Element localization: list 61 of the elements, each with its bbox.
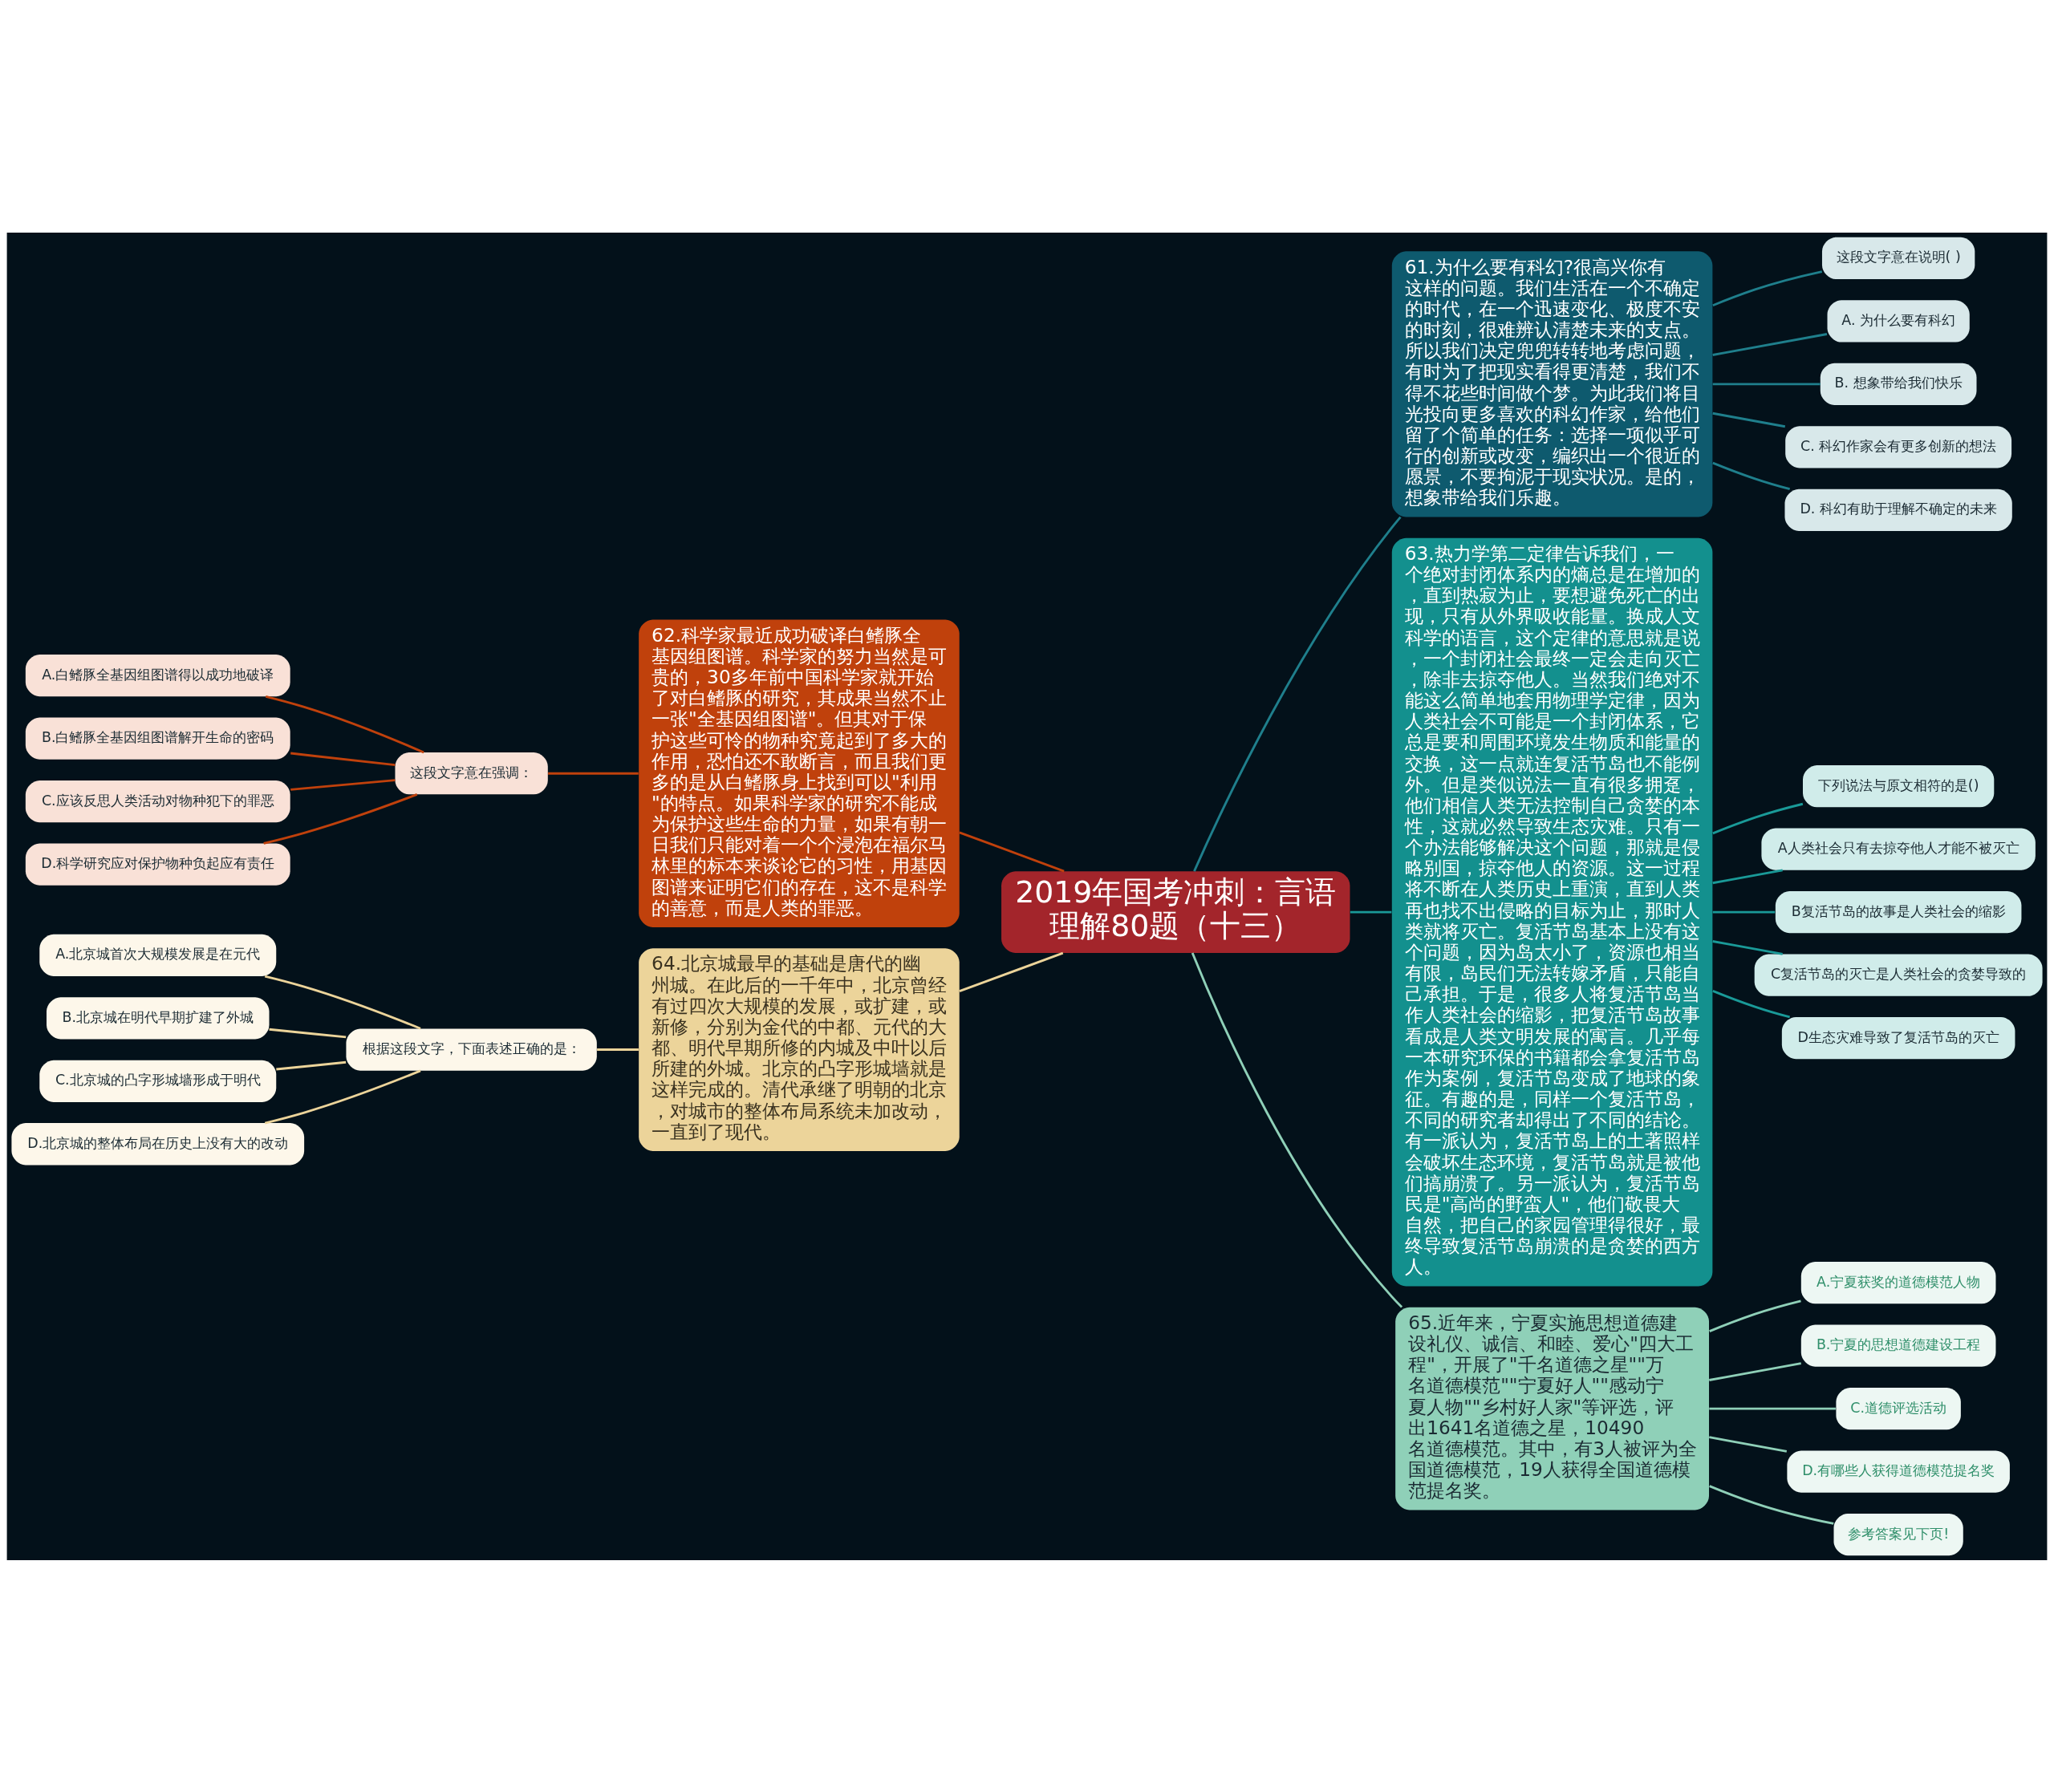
node-box: 根据这段文字，下面表述正确的是： [346, 1028, 597, 1071]
node-box: 61.为什么要有科幻?很高兴你有这样的问题。我们生活在一个不确定的时代，在一个迅速变化、极度不安的时刻，很难辨认清楚未来的支点。所以我们决定兜兜转转地考虑问题，有时为了把现实看得更清楚，我们不得不花些时间做个梦。为此我们将目光投向更多喜欢的科幻作家，给他们留了个简单的任务：选择一项似乎可行的创新或改变，编织出一个很近的愿景，不要拘泥于现实状况。是的，想象带给我们乐趣。 [1391, 250, 1713, 517]
node-box: D.科学研究应对保护物种负起应有责任 [25, 842, 290, 886]
connector [1712, 461, 1790, 490]
node-box: 参考答案见下页! [1833, 1513, 1963, 1555]
connector [1191, 951, 1403, 1308]
connector [597, 1048, 639, 1051]
connector [1709, 1361, 1801, 1381]
connector [290, 778, 396, 791]
node-box: A. 为什么要有科幻 [1827, 299, 1970, 343]
connector [1193, 516, 1402, 872]
node-box: 这段文字意在强调： [395, 752, 548, 794]
node-box: B. 想象带给我们快乐 [1820, 363, 1977, 405]
node-box: B复活节岛的故事是人类社会的缩影 [1775, 890, 2022, 933]
connector [1712, 868, 1783, 884]
connector [276, 1060, 347, 1070]
connector [548, 772, 639, 775]
connector [290, 752, 396, 766]
node-box: C. 科幻作家会有更多创新的想法 [1785, 425, 2012, 468]
node-box: D生态灾难导致了复活节岛的灭亡 [1781, 1016, 2015, 1059]
node-box: 64.北京城最早的基础是唐代的幽州城。在此后的一千年中，北京曾经有过四次大规模的发展，或扩建，或新修，分别为金代的中都、元代的大都、明代早期所修的内城及中叶以后所建的外城。北京的凸字形城墙就是这样完成的。清代承继了明朝的北京，对城市的整体布局系统未加改动，一直到了现代。 [639, 947, 960, 1151]
node-box: D.有哪些人获得道德模范提名奖 [1787, 1449, 2010, 1493]
node-box: D. 科幻有助于理解不确定的未来 [1784, 489, 2012, 531]
node-box: B.白鳍豚全基因组图谱解开生命的密码 [25, 716, 290, 760]
connector [1712, 989, 1790, 1018]
connector [265, 695, 424, 753]
node-box: B.北京城在明代早期扩建了外城 [47, 996, 270, 1039]
connector [263, 793, 418, 845]
connector [1712, 332, 1828, 356]
node-box: C.道德评选活动 [1836, 1387, 1961, 1429]
connector [1712, 382, 1821, 385]
node-box: 2019年国考冲刺：言语理解80题（十三） [1001, 870, 1350, 953]
node-box: 65.近年来，宁夏实施思想道德建设礼仪、诚信、和睦、爱心"四大工程"，开展了"千名道德之星""万名道德模范""宁夏好人""感动宁夏人物""乡村好人家"等评选，评出1641名道德之星，10490名道德模范。其中，有3人被评为全国道德模范，19人获得全国道德模范提名奖。 [1395, 1307, 1709, 1510]
node-box: A.白鳍豚全基因组图谱得以成功地破译 [25, 654, 290, 696]
node-box: 63.热力学第二定律告诉我们，一个绝对封闭体系内的熵总是在增加的，直到热寂为止，要想避免死亡的出现，只有从外界吸收能量。换成人文科学的语言，这个定律的意思就是说，一个封闭社会最终一定会走向灭亡，除非去掠夺他人。当然我们绝对不能这么简单地套用物理学定律，因为人类社会不可能是一个封闭体系，它总是要和周围环境发生物质和能量的交换，这一点就连复活节岛也不能例外。但是类似说法一直有很多拥趸，他们相信人类无法控制自己贪婪的本性，这就必然导致生态灾难。只有一个办法能够解决这个问题，那就是侵略别国，掠夺他人的资源。这一过程将不断在人类历史上重演，直到人类再也找不出侵略的目标为止，那时人类就将灭亡。复活节岛基本上没有这个问题，因为岛太小了，资源也相当有限，岛民们无法转嫁矛盾，只能自己承担。于是，很多人将复活节岛当作人类社会的缩影，把复活节岛故事看成是人类文明发展的寓言。几乎每一本研究环保的书籍都会拿复活节岛作为案例，复活节岛变成了地球的象征。有趣的是，同样一个复活节岛，不同的研究者却得出了不同的结论。有一派认为，复活节岛上的土著照样会破坏生态环境，复活节岛就是被他们搞崩溃了。另一派认为，复活节岛民是"高尚的野蛮人"，他们敬畏大自然，把自己的家园管理得很好，最终导致复活节岛崩溃的是贪婪的西方人。 [1391, 537, 1713, 1287]
connector [1709, 1299, 1801, 1332]
node-box: C.北京城的凸字形城墙形成于明代 [39, 1060, 277, 1102]
node-box: A.宁夏获奖的道德模范人物 [1800, 1261, 1996, 1303]
connector [1712, 939, 1783, 955]
node-box: 下列说法与原文相符的是() [1803, 764, 1995, 807]
connector [1709, 1484, 1834, 1525]
node-box: B.宁夏的思想道德建设工程 [1800, 1324, 1996, 1367]
node-box: A.北京城首次大规模发展是在元代 [39, 934, 277, 976]
node-box: D.北京城的整体布局在历史上没有大的改动 [11, 1122, 305, 1165]
connector [1709, 1435, 1788, 1453]
connector [1712, 910, 1776, 914]
connector [1709, 1407, 1836, 1410]
node-box: 62.科学家最近成功破译白鳍豚全基因组图谱。科学家的努力当然是可贵的，30多年前中国科学家就开始了对白鳍豚的研究，其成果当然不止一张"全基因组图谱"。但其对于保护这些可怜的物种究竟起到了多大的作用，恐怕还不敢断言，而且我们更多的是从白鳍豚身上找到可以"利用"的特点。如果科学家的研究不能成为保护这些生命的力量，如果有朝一日我们只能对着一个个浸泡在福尔马林里的标本来谈论它的习性，用基因图谱来证明它们的存在，这不是科学的善意，而是人类的罪恶。 [639, 618, 960, 927]
connector [1712, 270, 1823, 306]
connector [264, 1069, 421, 1124]
node-box: C复活节岛的灭亡是人类社会的贪婪导致的 [1754, 953, 2043, 996]
connector [959, 951, 1064, 992]
node-box: 这段文字意在说明( ) [1821, 237, 1975, 279]
node-box: C.应该反思人类活动对物种犯下的罪恶 [25, 780, 290, 822]
node-box: A人类社会只有去掠夺他人才能不被灭亡 [1761, 828, 2036, 870]
connector [1712, 802, 1804, 834]
connector [1350, 910, 1392, 914]
connector [264, 975, 421, 1030]
connector [1712, 412, 1786, 428]
connector [269, 1028, 347, 1038]
connector [959, 830, 1065, 872]
